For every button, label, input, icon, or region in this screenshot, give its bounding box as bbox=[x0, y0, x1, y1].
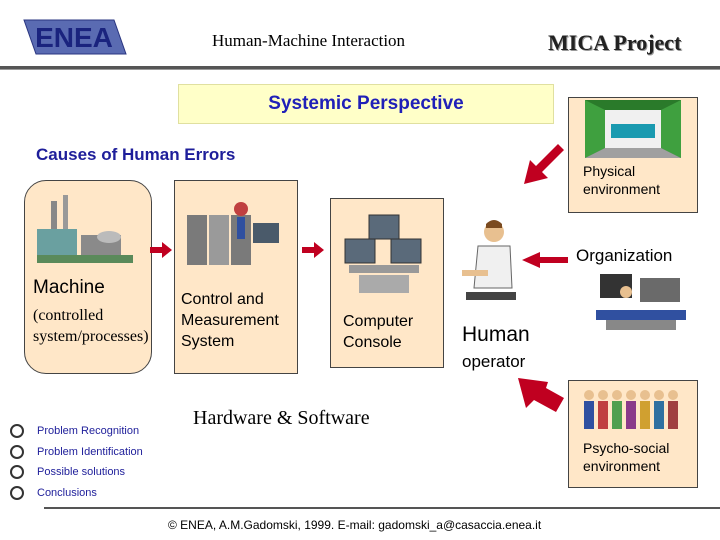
list-item-label: Conclusions bbox=[37, 486, 97, 499]
human-subtitle: operator bbox=[462, 352, 526, 371]
list-item-label: Problem Identification bbox=[37, 445, 143, 458]
bullet-icon bbox=[10, 485, 24, 500]
bullet-icon bbox=[10, 465, 24, 480]
bullet-list: Problem Recognition Problem Identificati… bbox=[10, 421, 143, 503]
header-divider bbox=[0, 66, 720, 70]
footer-divider bbox=[44, 507, 720, 509]
power-plant-icon bbox=[37, 195, 133, 263]
human-title: Human bbox=[462, 323, 530, 346]
arrow-left-icon bbox=[522, 252, 568, 268]
footer-copyright: © ENEA, A.M.Gadomski, 1999. E-mail: gado… bbox=[168, 518, 542, 532]
room-icon bbox=[585, 100, 681, 158]
console-label: Computer Console bbox=[343, 313, 414, 351]
organization-box: Organization bbox=[570, 236, 696, 336]
physical-box: Physical environment bbox=[568, 97, 698, 213]
arrow-down-left-icon bbox=[524, 144, 564, 184]
project-title: MICA Project bbox=[548, 30, 682, 55]
list-item-label: Possible solutions bbox=[37, 466, 126, 479]
list-item: Problem Recognition bbox=[10, 421, 143, 442]
systemic-banner: Systemic Perspective bbox=[178, 84, 554, 124]
page-title: Human-Machine Interaction bbox=[212, 31, 406, 50]
console-box: Computer Console bbox=[330, 198, 444, 368]
cms-label: Control and Measurement System bbox=[181, 291, 279, 350]
machine-title: Machine bbox=[33, 277, 105, 298]
cms-box: Control and Measurement System bbox=[174, 180, 298, 374]
machine-box: Machine (controlled system/processes) bbox=[24, 180, 152, 374]
organization-label: Organization bbox=[576, 246, 673, 265]
list-item-label: Problem Recognition bbox=[37, 425, 140, 438]
list-item: Conclusions bbox=[10, 483, 143, 504]
psycho-label: Psycho-social environment bbox=[583, 440, 670, 474]
person-icon bbox=[462, 220, 516, 300]
list-item: Problem Identification bbox=[10, 442, 143, 463]
systemic-text: Systemic Perspective bbox=[268, 93, 464, 114]
physical-label: Physical environment bbox=[583, 163, 661, 197]
bullet-icon bbox=[10, 444, 24, 459]
machine-subtitle: (controlled system/processes) bbox=[33, 307, 149, 345]
list-item: Possible solutions bbox=[10, 462, 143, 483]
arrow-right-icon bbox=[302, 242, 324, 258]
arrow-up-left-icon bbox=[518, 378, 564, 412]
arrow-right-icon bbox=[150, 242, 172, 258]
meeting-icon bbox=[596, 274, 686, 330]
bullet-icon bbox=[10, 424, 24, 439]
computer-icon bbox=[344, 214, 422, 293]
hw-sw-label: Hardware & Software bbox=[193, 407, 370, 429]
people-group-icon bbox=[584, 390, 678, 429]
enea-logo: ENEA bbox=[18, 14, 130, 58]
control-cabinet-icon bbox=[187, 202, 279, 265]
logo-text: ENEA bbox=[35, 22, 113, 53]
psycho-box: Psycho-social environment bbox=[568, 380, 698, 488]
causes-heading: Causes of Human Errors bbox=[36, 145, 236, 164]
